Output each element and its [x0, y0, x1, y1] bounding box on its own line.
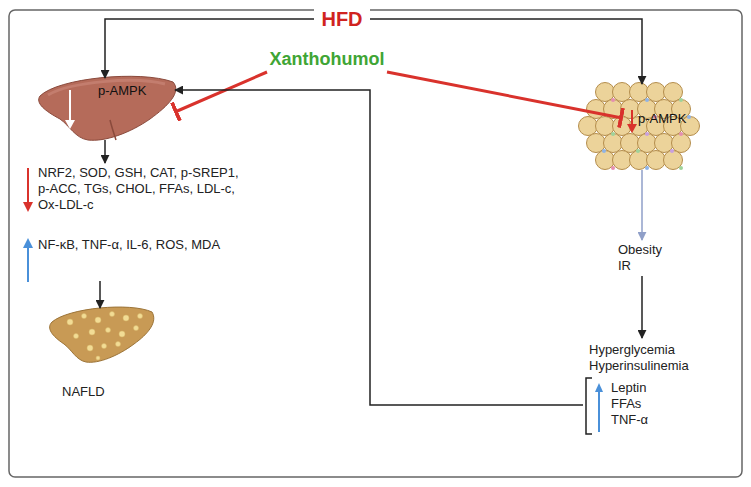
fat-cell — [613, 151, 632, 170]
node-text: p-AMPK — [638, 111, 686, 126]
compound-label: Xanthohumol — [262, 46, 392, 72]
outcome-box: Obesity IR — [614, 240, 676, 276]
fat-cell — [613, 83, 632, 102]
node-text: Leptin FFAs TNF-α — [611, 380, 667, 428]
fatty-liver-illustration — [50, 307, 154, 362]
fat-cell — [596, 117, 615, 136]
node-text: NAFLD — [62, 384, 105, 399]
fat-cell — [621, 134, 640, 153]
stromal-dot — [602, 149, 606, 153]
outcome-box: Hyperglycemia HyperinsulinemiaLeptin FFA… — [583, 338, 703, 432]
stromal-dot — [611, 166, 615, 170]
liver-illustration — [39, 76, 176, 140]
node-text: HFD — [318, 7, 366, 31]
liver-node: p-AMPK — [40, 78, 175, 140]
fat-cell — [638, 134, 657, 153]
stromal-dot — [645, 98, 649, 102]
fat-cell — [596, 151, 615, 170]
fat-cell — [630, 83, 649, 102]
decrease-arrow — [23, 168, 33, 212]
fat-cell — [587, 134, 606, 153]
stromal-dot — [636, 149, 640, 153]
node-text: Hyperglycemia Hyperinsulinemia — [589, 342, 697, 374]
node-text: NF-κB, TNF-α, IL-6, ROS, MDA — [38, 237, 262, 253]
stromal-dot — [679, 166, 683, 170]
node-text: NRF2, SOD, GSH, CAT, p-SREP1, p-ACC, TGs… — [38, 165, 253, 213]
fat-cell — [655, 134, 674, 153]
node-text: Obesity IR — [618, 242, 672, 274]
fat-cell — [672, 134, 691, 153]
connector — [641, 276, 643, 338]
fat-cell — [579, 117, 598, 136]
connector — [387, 72, 622, 118]
stromal-dot — [670, 149, 674, 153]
bracket — [586, 378, 603, 434]
stromal-dot — [645, 166, 649, 170]
stimulus-label: HFD — [314, 7, 370, 31]
node-text: Xanthohumol — [262, 46, 392, 72]
connector — [104, 140, 106, 163]
stromal-dot — [679, 98, 683, 102]
adipose-down-arrow — [627, 110, 637, 133]
connector — [370, 19, 642, 84]
outer-frame — [9, 10, 742, 477]
fat-cell — [647, 83, 666, 102]
connector — [105, 19, 314, 78]
marker-list: NRF2, SOD, GSH, CAT, p-SREP1, p-ACC, TGs… — [34, 163, 266, 281]
connector — [99, 281, 101, 308]
stromal-dot — [687, 115, 691, 119]
fat-cell — [664, 83, 683, 102]
disease-node: NAFLD — [48, 308, 158, 403]
stromal-dot — [611, 132, 615, 136]
fat-cell — [647, 151, 666, 170]
stromal-dot — [645, 132, 649, 136]
connector — [641, 170, 643, 240]
fat-cell — [630, 151, 649, 170]
adipose-illustration — [579, 83, 700, 171]
node-text: p-AMPK — [98, 83, 146, 98]
fat-cell — [596, 83, 615, 102]
adipose-node: p-AMPK — [622, 84, 702, 170]
stromal-dot — [611, 98, 615, 102]
connector — [175, 72, 267, 112]
stromal-dot — [679, 132, 683, 136]
fat-cell — [621, 100, 640, 119]
fat-cell — [604, 134, 623, 153]
increase-arrow — [23, 238, 33, 282]
fat-cell — [664, 151, 683, 170]
connector — [175, 90, 583, 405]
